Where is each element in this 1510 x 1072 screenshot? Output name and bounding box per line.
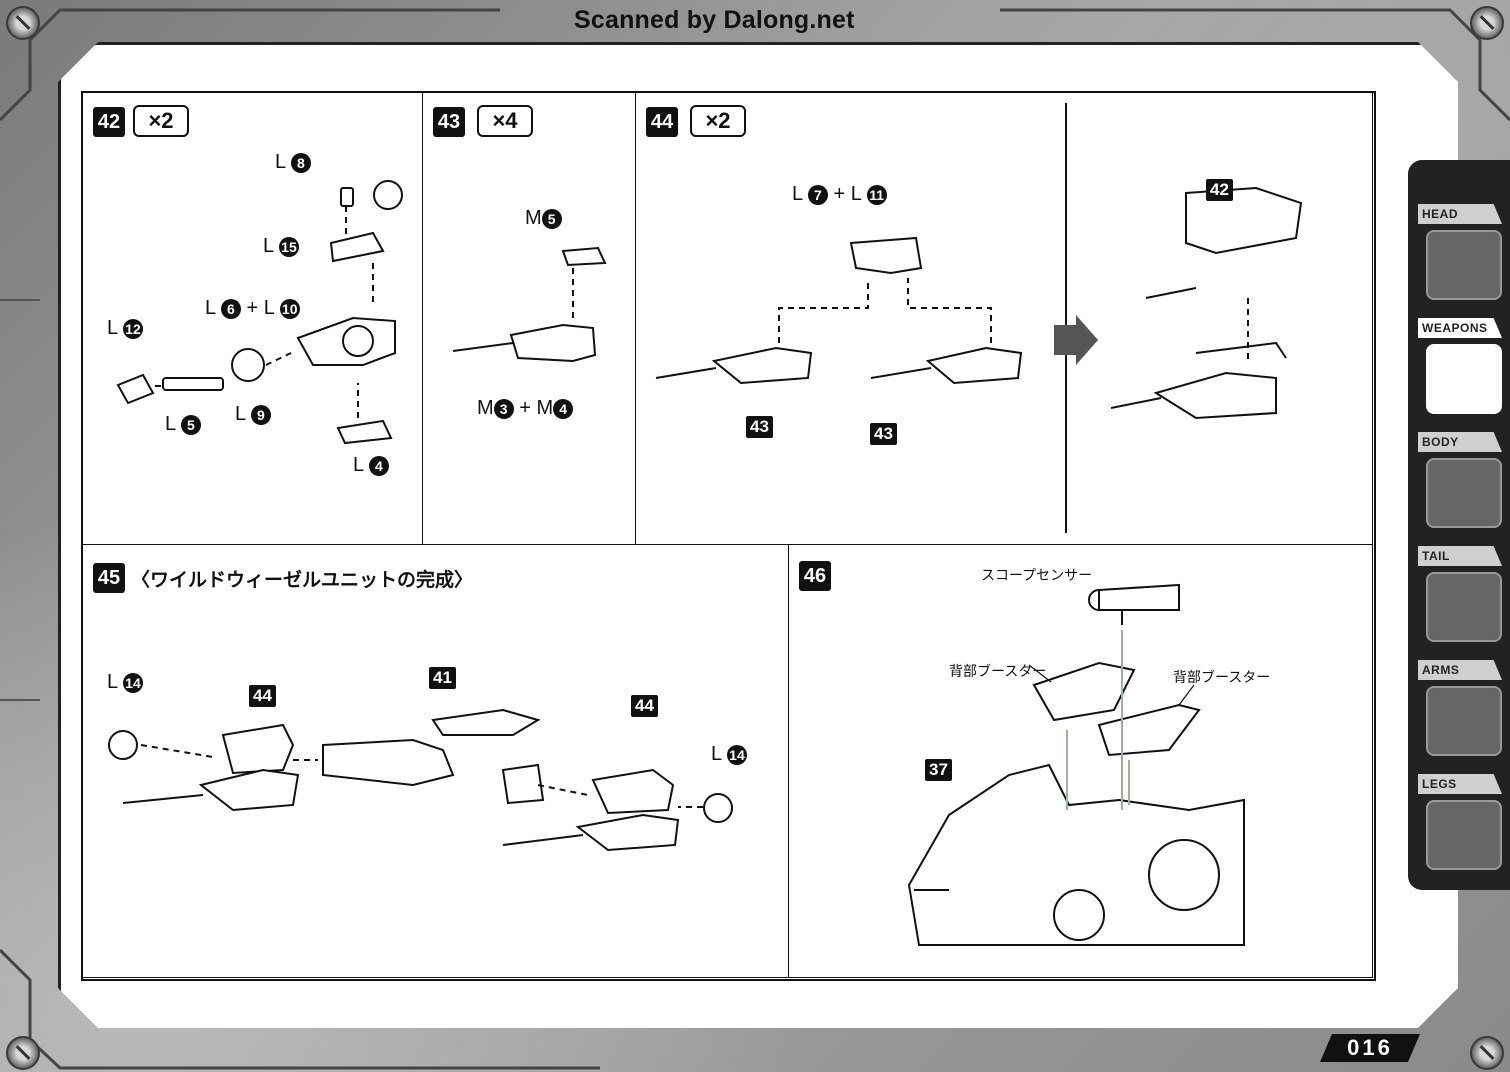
section-sidebar: HEAD WEAPONS BODY TAIL ARMS LEGS (1408, 160, 1510, 890)
part-tag-42: 42 (1206, 179, 1233, 201)
part-label-l8: L 8 (275, 151, 311, 174)
step-number: 46 (799, 561, 831, 591)
sidebar-item-body[interactable]: BODY (1418, 432, 1502, 536)
sidebar-item-label: TAIL (1418, 546, 1502, 566)
legs-thumbnail-icon (1426, 800, 1502, 870)
screw-icon (1470, 6, 1504, 40)
label-scope-sensor: スコープセンサー (981, 567, 1093, 583)
step-42-panel: 42 ×2 L 8 L 15 L 6 + L 10 L 12 L 5 L 9 L… (82, 92, 424, 546)
part-tag-43: 43 (746, 416, 773, 438)
multiplier: ×4 (477, 105, 533, 137)
step-44-panel: 44 ×2 L 7 + L 11 43 43 42 (635, 92, 1373, 546)
sidebar-item-label: LEGS (1418, 774, 1502, 794)
part-tag-41: 41 (429, 667, 456, 689)
part-label-l12: L 12 (107, 317, 143, 340)
step-title: 〈ワイルドウィーゼルユニットの完成〉 (131, 570, 474, 591)
head-thumbnail-icon (1426, 230, 1502, 300)
step-42-diagram (116, 180, 403, 445)
watermark: Scanned by Dalong.net (574, 6, 855, 34)
sidebar-item-label: ARMS (1418, 660, 1502, 680)
step-number: 42 (93, 107, 125, 137)
sidebar-item-label: BODY (1418, 432, 1502, 452)
screw-icon (6, 6, 40, 40)
part-label-l4: L 4 (353, 454, 389, 477)
screw-icon (6, 1036, 40, 1070)
part-tag-44: 44 (249, 685, 276, 707)
sidebar-item-arms[interactable]: ARMS (1418, 660, 1502, 764)
sidebar-item-head[interactable]: HEAD (1418, 204, 1502, 308)
label-back-booster: 背部ブースター (949, 663, 1047, 679)
multiplier: ×2 (690, 105, 746, 137)
part-label-l14: L 14 (711, 743, 747, 766)
step-46-panel: 46 スコープセンサー 背部ブースター 背部ブースター 37 (788, 544, 1373, 978)
page-number: 016 (1320, 1034, 1420, 1062)
part-tag-44: 44 (631, 695, 658, 717)
step-45-diagram (108, 708, 733, 852)
step-43-diagram (452, 246, 607, 363)
part-label-l14: L 14 (107, 671, 143, 694)
part-label-l9: L 9 (235, 403, 271, 426)
screw-icon (1470, 1036, 1504, 1070)
sidebar-item-label: HEAD (1418, 204, 1502, 224)
tail-thumbnail-icon (1426, 572, 1502, 642)
part-label-l6-l10: L 6 + L 10 (205, 297, 300, 320)
step-number: 43 (433, 107, 465, 137)
label-back-booster: 背部ブースター (1173, 669, 1271, 685)
sidebar-item-tail[interactable]: TAIL (1418, 546, 1502, 650)
sidebar-item-legs[interactable]: LEGS (1418, 774, 1502, 878)
part-tag-37: 37 (925, 759, 952, 781)
body-thumbnail-icon (1426, 458, 1502, 528)
step-44-diagram (655, 103, 1303, 533)
arms-thumbnail-icon (1426, 686, 1502, 756)
part-label-l7-l11: L 7 + L 11 (792, 183, 887, 206)
step-number: 45 (93, 563, 125, 593)
part-label-l15: L 15 (263, 235, 299, 258)
sidebar-item-label: WEAPONS (1418, 318, 1502, 338)
part-tag-43: 43 (870, 423, 897, 445)
sidebar-item-weapons[interactable]: WEAPONS (1418, 318, 1502, 422)
part-label-l5: L 5 (165, 413, 201, 436)
step-45-panel: 45 〈ワイルドウィーゼルユニットの完成〉 L 14 L 14 44 41 44 (82, 544, 790, 978)
step-46-diagram (907, 583, 1245, 946)
step-number: 44 (646, 107, 678, 137)
multiplier: ×2 (133, 105, 189, 137)
weapons-thumbnail-icon (1426, 344, 1502, 414)
